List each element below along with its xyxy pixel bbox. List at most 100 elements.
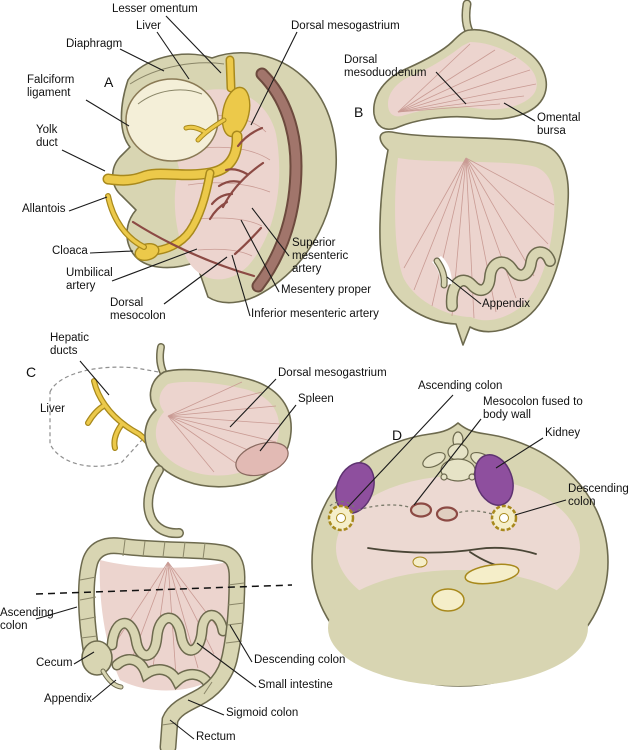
label-falciform-ligament: Falciform ligament bbox=[27, 74, 75, 100]
stomach-striations bbox=[167, 381, 281, 473]
label-superior-mesenteric-artery: Superior mesenteric artery bbox=[292, 237, 349, 276]
panel-b-illustration bbox=[373, 0, 570, 346]
leader-line bbox=[229, 378, 277, 428]
label-descending-colon-c: Descending colon bbox=[254, 654, 346, 666]
leader-line bbox=[163, 256, 228, 305]
fused-mesocolon-dashed-line bbox=[457, 510, 493, 515]
appendix-shape bbox=[101, 669, 123, 689]
fused-mesocolon-dashed-line bbox=[329, 500, 355, 508]
sac-interior-shape bbox=[395, 158, 555, 321]
small-intestine-coils-shape bbox=[447, 247, 555, 311]
vena-cava-section-shape bbox=[435, 506, 459, 522]
leader-line bbox=[165, 15, 222, 74]
leader-line bbox=[251, 207, 290, 257]
umbilical-artery-shape bbox=[131, 220, 256, 278]
leader-line bbox=[169, 719, 195, 740]
label-dorsal-mesogastrium-c: Dorsal mesogastrium bbox=[278, 367, 387, 379]
duodenum-shape bbox=[144, 466, 183, 537]
panel-c-illustration bbox=[35, 343, 293, 750]
label-spleen: Spleen bbox=[298, 393, 334, 405]
label-lesser-omentum: Lesser omentum bbox=[112, 3, 198, 15]
label-cloaca: Cloaca bbox=[52, 245, 88, 257]
dorsal-body-wall-shape bbox=[253, 69, 301, 291]
peritoneum-line bbox=[367, 546, 537, 555]
label-cecum: Cecum bbox=[36, 657, 73, 669]
label-yolk-duct: Yolk duct bbox=[36, 124, 58, 150]
leader-line bbox=[119, 48, 165, 72]
leader-line bbox=[446, 276, 482, 305]
bile-duct-shape bbox=[184, 118, 226, 142]
leader-line bbox=[156, 31, 190, 80]
leader-line bbox=[35, 606, 78, 620]
leader-line bbox=[196, 642, 257, 688]
bowel-section-shape bbox=[412, 556, 428, 568]
panel-letter-b: B bbox=[354, 104, 364, 120]
striation-line bbox=[187, 182, 271, 193]
cecum-shape bbox=[81, 640, 113, 676]
small-intestine-coils-shape bbox=[108, 611, 227, 660]
label-sigmoid-colon: Sigmoid colon bbox=[226, 707, 299, 719]
hindgut-shape bbox=[148, 170, 213, 254]
spleen-shape bbox=[235, 441, 289, 477]
colon-frame-shape bbox=[79, 538, 245, 750]
bowel-section-shape bbox=[464, 563, 520, 585]
yolk-duct-shape bbox=[104, 132, 242, 185]
esophagus-shape bbox=[227, 57, 234, 91]
label-ascending-colon-d: Ascending colon bbox=[418, 380, 503, 392]
liver-shape bbox=[125, 78, 219, 162]
leader-line bbox=[435, 71, 467, 105]
leader-line bbox=[111, 248, 198, 282]
label-umbilical-artery: Umbilical artery bbox=[66, 267, 113, 293]
ascending-colon-lumen bbox=[336, 513, 346, 523]
label-inferior-mesenteric-artery: Inferior mesenteric artery bbox=[251, 308, 379, 320]
aorta-section-shape bbox=[409, 502, 433, 518]
leader-line bbox=[259, 404, 297, 452]
leader-line bbox=[73, 651, 95, 665]
small-intestine-coils-shape bbox=[113, 655, 212, 688]
label-allantois: Allantois bbox=[22, 203, 66, 215]
bowel-section-shape bbox=[431, 588, 465, 612]
lower-body-shape bbox=[328, 570, 588, 686]
panel-letter-d: D bbox=[392, 427, 403, 443]
panel-d-illustration bbox=[311, 422, 609, 687]
panel-a-illustration bbox=[102, 52, 338, 304]
leader-line bbox=[514, 499, 567, 516]
label-hepatic-ducts: Hepatic ducts bbox=[50, 332, 89, 358]
leader-line bbox=[89, 250, 134, 254]
appendix-shape bbox=[434, 258, 447, 288]
panel-letter-c: C bbox=[26, 364, 37, 380]
panel-letter-a: A bbox=[104, 74, 114, 90]
leader-line bbox=[495, 437, 544, 469]
label-mesocolon-fused: Mesocolon fused to body wall bbox=[483, 396, 583, 422]
inferior-mesenteric-artery-shape bbox=[233, 226, 263, 256]
descending-colon-lumen bbox=[499, 513, 509, 523]
leader-line bbox=[250, 31, 298, 126]
leader-line bbox=[229, 624, 253, 663]
label-small-intestine: Small intestine bbox=[258, 679, 333, 691]
label-liver-a: Liver bbox=[136, 20, 161, 32]
hepatic-ducts-shape bbox=[86, 379, 159, 458]
leader-line bbox=[187, 699, 225, 716]
label-diaphragm: Diaphragm bbox=[66, 38, 123, 50]
leader-line bbox=[503, 102, 536, 122]
label-omental-bursa: Omental bursa bbox=[537, 112, 581, 138]
stomach-interior-shape bbox=[388, 42, 537, 117]
leader-lines bbox=[35, 15, 567, 740]
celiac-artery-shape bbox=[236, 126, 264, 148]
leader-line bbox=[79, 360, 110, 396]
label-liver-c: Liver bbox=[40, 403, 65, 415]
label-dorsal-mesogastrium-a: Dorsal mesogastrium bbox=[291, 20, 400, 32]
colon-haustra-ticks bbox=[79, 539, 245, 726]
leader-line bbox=[413, 418, 482, 506]
label-mesentery-proper: Mesentery proper bbox=[281, 284, 372, 296]
liver-detail-line bbox=[137, 89, 203, 105]
label-appendix-b: Appendix bbox=[482, 298, 530, 310]
leader-line bbox=[347, 394, 454, 508]
label-descending-colon-d: Descending colon bbox=[568, 483, 629, 509]
stomach-shape bbox=[221, 86, 251, 138]
leader-line bbox=[231, 254, 251, 317]
label-kidney: Kidney bbox=[545, 427, 581, 439]
leader-line bbox=[68, 196, 108, 212]
